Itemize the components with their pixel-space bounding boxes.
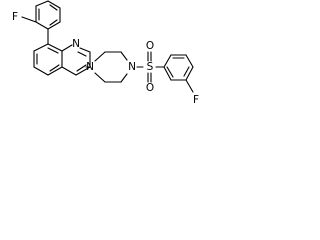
sulfur-atom-label: S xyxy=(147,61,154,73)
bond xyxy=(61,44,73,52)
bond xyxy=(76,64,87,72)
bond xyxy=(33,43,49,52)
bond xyxy=(75,66,91,76)
piperazine-nitrogen-right-label: N xyxy=(128,61,136,73)
bond xyxy=(185,54,194,68)
oxygen-atom-top-label: O xyxy=(146,40,154,52)
bond xyxy=(185,79,194,93)
bond xyxy=(49,19,58,26)
bond xyxy=(183,66,190,77)
bond xyxy=(49,4,58,11)
fluorine-atom-label: F xyxy=(193,94,199,106)
bond xyxy=(35,21,49,30)
atom-labels: F N N N S O O F xyxy=(12,11,199,106)
piperazine-nitrogen-left-label: N xyxy=(86,61,94,73)
bond xyxy=(185,66,194,81)
quinoline-nitrogen-label: N xyxy=(72,38,80,50)
bond xyxy=(33,66,49,76)
bond xyxy=(47,0,61,9)
bond xyxy=(47,43,63,52)
bond xyxy=(94,51,106,62)
bond xyxy=(94,72,106,83)
bond xyxy=(120,51,128,61)
fluorine-atom-label: F xyxy=(12,11,18,23)
bond xyxy=(47,21,61,30)
bond xyxy=(49,64,60,72)
bond xyxy=(120,73,128,83)
bond xyxy=(21,16,37,23)
bond-lines xyxy=(21,0,194,93)
bond xyxy=(163,66,172,81)
bond xyxy=(61,66,77,76)
bond xyxy=(47,66,63,76)
oxygen-atom-bottom-label: O xyxy=(146,82,154,94)
bond xyxy=(79,47,91,53)
bond xyxy=(47,47,59,54)
bond xyxy=(35,0,49,7)
bond xyxy=(163,54,172,68)
bond xyxy=(166,66,174,78)
chemical-structure-diagram: F N N N S O O F xyxy=(12,0,199,106)
bond xyxy=(77,51,87,57)
